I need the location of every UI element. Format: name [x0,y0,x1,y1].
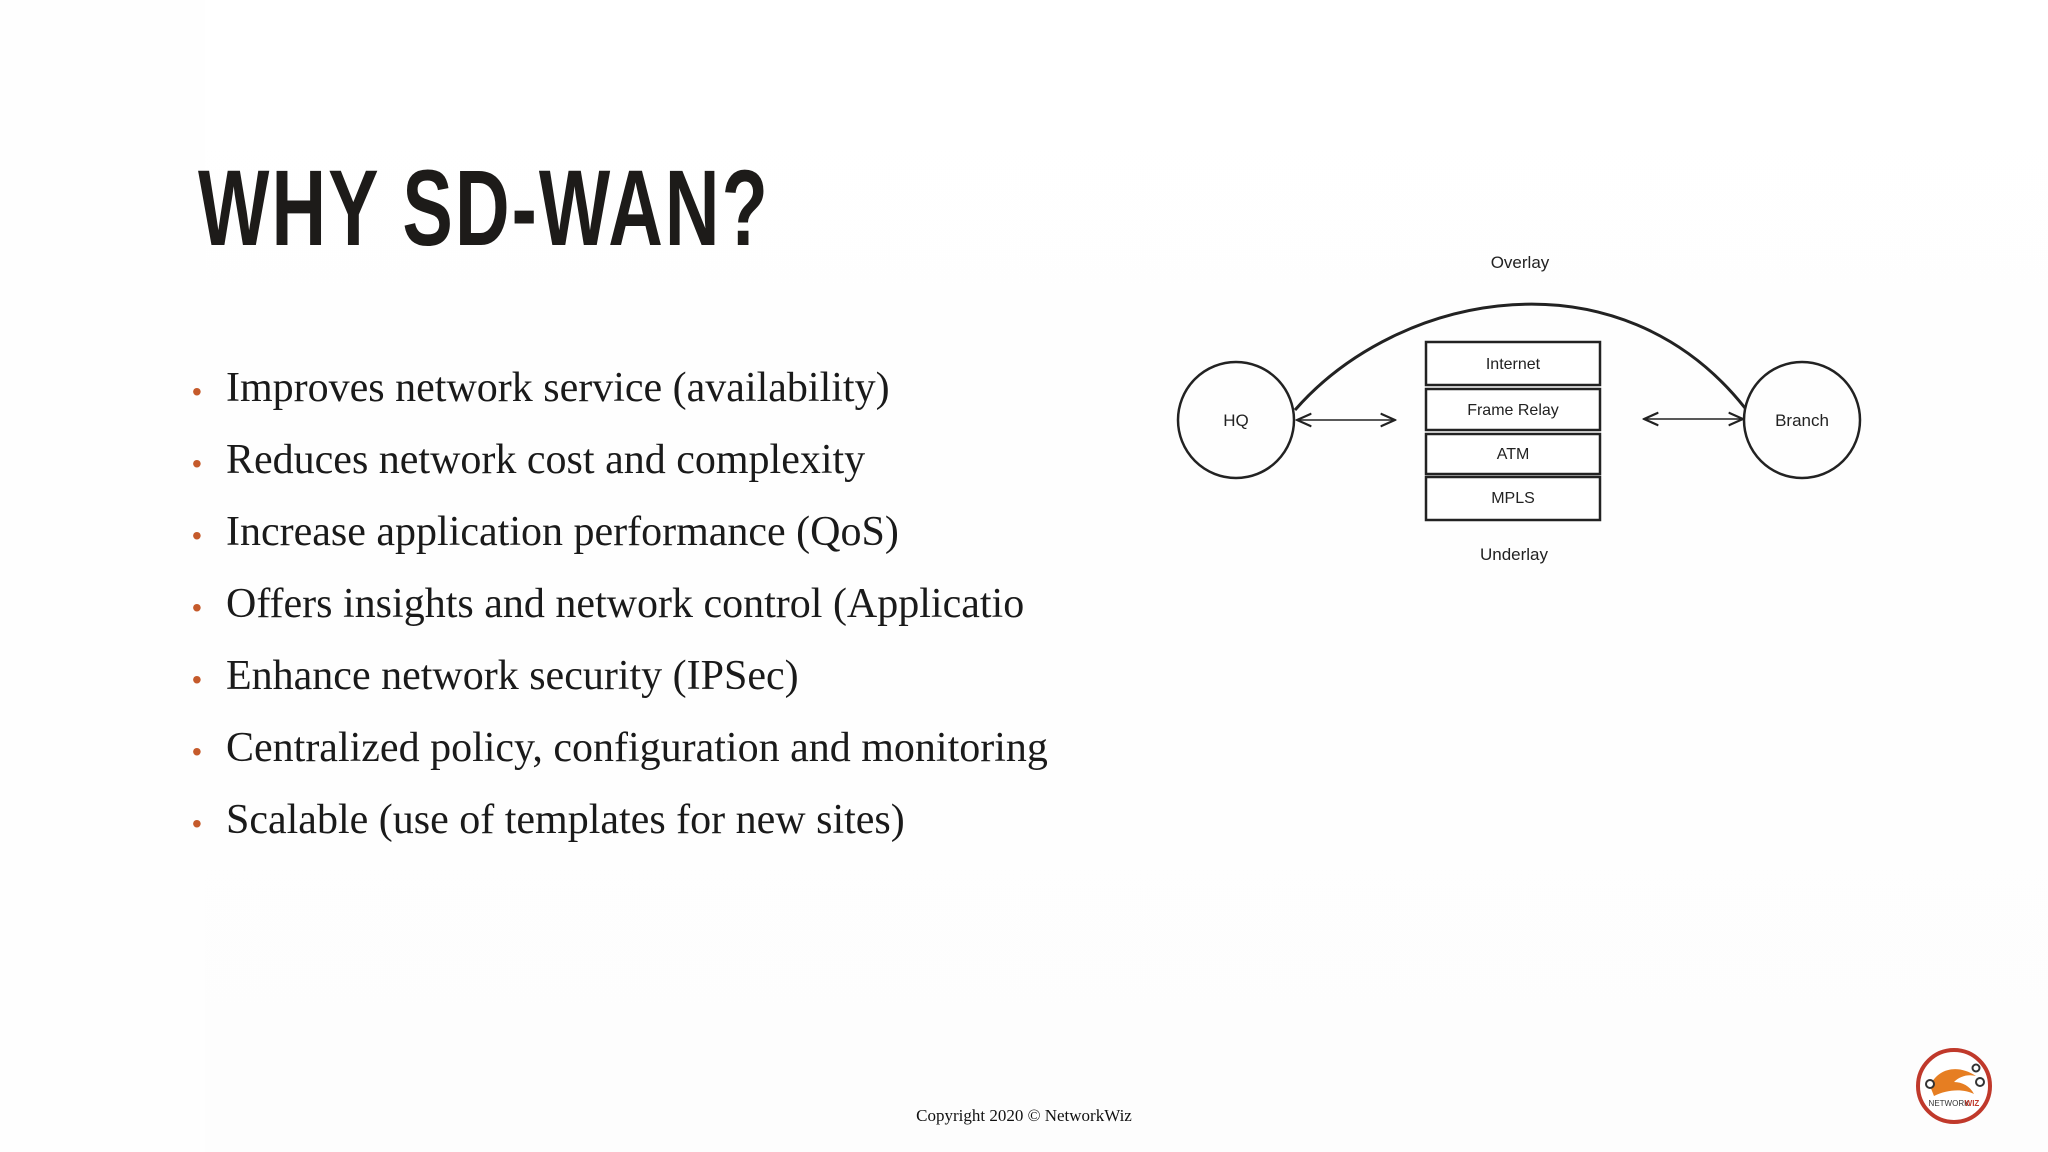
sdwan-diagram: Overlay HQ Branch Internet Frame Relay A… [1176,253,1862,564]
stack-box-frame-relay [1424,387,1602,432]
stack-box-atm [1424,432,1602,476]
networkwiz-logo: NETWORK WIZ [1916,1048,1992,1124]
bullet-item: • Increase application performance (QoS) [192,496,1192,568]
hq-node: HQ [1176,360,1296,480]
overlay-arc [1293,302,1747,411]
overlay-label: Overlay [1491,253,1550,272]
stack-box-mpls [1424,475,1602,522]
bullet-marker: • [192,808,202,839]
logo-text-wiz: WIZ [1965,1099,1980,1108]
bullet-text: Reduces network cost and complexity [226,437,866,483]
branch-node: Branch [1742,360,1862,480]
underlay-label: Underlay [1480,545,1549,564]
branch-label: Branch [1775,411,1829,430]
bullet-list: • Improves network service (availability… [192,352,1192,856]
bullet-item: • Enhance network security (IPSec) [192,640,1192,712]
slide-title: WHY SD-WAN? [198,147,770,268]
stack-label: ATM [1497,446,1530,463]
stack-label: MPLS [1491,490,1535,507]
bullet-marker: • [192,376,202,407]
stack-label: Internet [1486,356,1541,373]
hq-label: HQ [1223,411,1249,430]
logo-text-network: NETWORK [1929,1099,1971,1108]
bullet-marker: • [192,664,202,695]
bullet-marker: • [192,592,202,623]
bullet-text: Enhance network security (IPSec) [226,653,799,699]
transport-stack: Internet Frame Relay ATM MPLS [1424,340,1602,522]
bullet-marker: • [192,736,202,767]
bullet-text: Centralized policy, configuration and mo… [226,725,1048,771]
bullet-item: • Improves network service (availability… [192,352,1192,424]
bullet-item: • Scalable (use of templates for new sit… [192,784,1192,856]
bullet-text: Offers insights and network control (App… [226,581,1025,627]
content-panel [205,0,2048,1152]
bullet-item: • Reduces network cost and complexity [192,424,1192,496]
stack-box-internet [1424,340,1602,387]
bullet-text: Scalable (use of templates for new sites… [226,797,905,843]
bullet-text: Increase application performance (QoS) [226,509,899,555]
copyright-footer: Copyright 2020 © NetworkWiz [916,1106,1132,1125]
bullet-marker: • [192,520,202,551]
stack-label: Frame Relay [1467,402,1559,419]
bullet-marker: • [192,448,202,479]
bullet-item: • Offers insights and network control (A… [192,568,1334,640]
bullet-text: Improves network service (availability) [226,365,890,411]
bullet-item: • Centralized policy, configuration and … [192,712,1392,784]
